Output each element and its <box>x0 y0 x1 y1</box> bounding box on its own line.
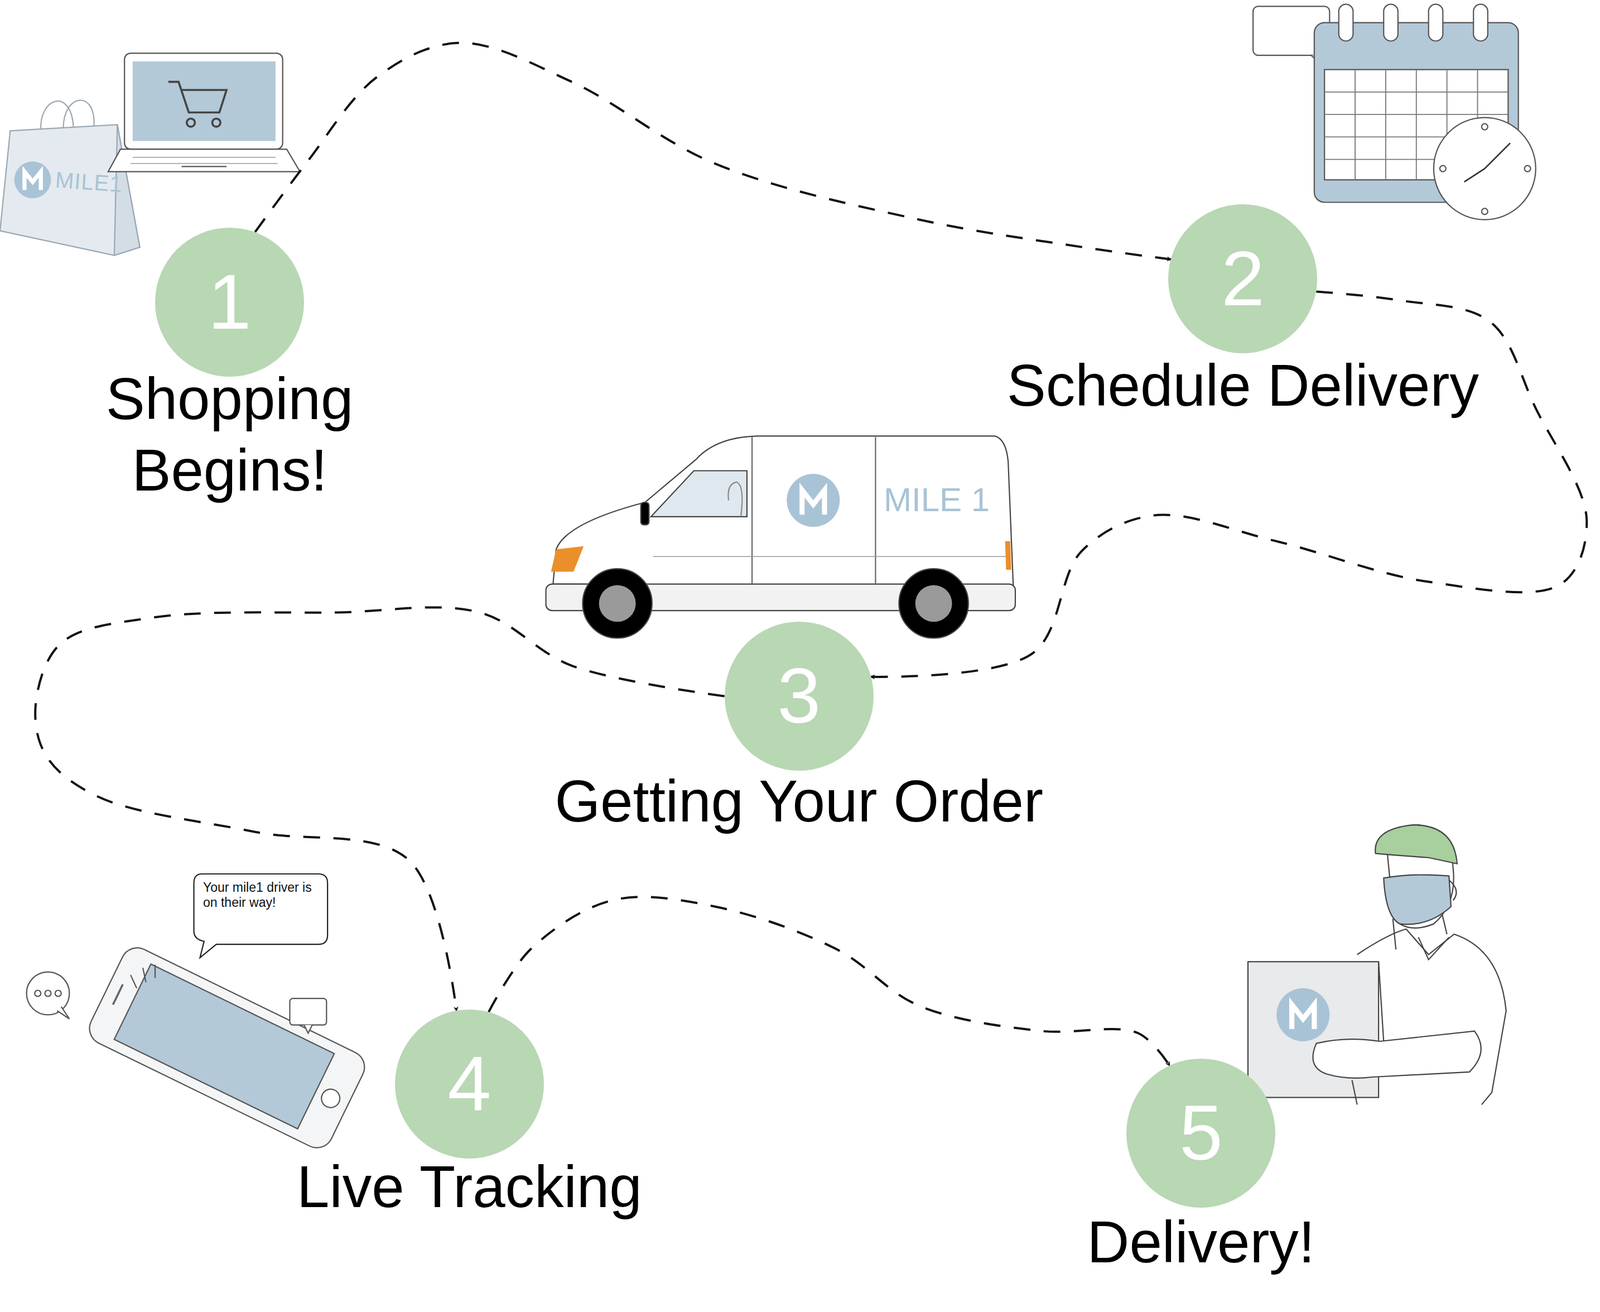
delivery-person-part <box>1357 928 1507 1105</box>
step-circle: 1Shopping Begins! <box>155 227 305 377</box>
calendar-part <box>1383 4 1399 42</box>
brand-text: MILE1 <box>54 166 124 198</box>
van-part <box>651 470 748 517</box>
van <box>546 435 1016 638</box>
calendar-part <box>1524 165 1531 172</box>
delivery-person-part <box>1375 824 1458 864</box>
phone-part <box>130 964 156 989</box>
calendar-part <box>1481 123 1488 130</box>
phone-part <box>34 990 41 997</box>
shopping-bag-part <box>63 100 94 129</box>
van-part <box>653 555 1011 557</box>
phone-part <box>194 873 329 958</box>
delivery-person-part <box>1352 1079 1358 1105</box>
step-label: Getting Your Order <box>554 765 1044 837</box>
delivery-person <box>1247 824 1507 1105</box>
step-circle: 4Live Tracking <box>394 1009 544 1159</box>
shopping-bag-part <box>0 124 141 255</box>
notification-text: Your mile1 driver is on their way! <box>203 879 325 911</box>
van-part <box>552 435 1014 586</box>
van-part <box>1005 541 1012 570</box>
van-part <box>802 489 825 515</box>
laptop-part <box>108 148 301 172</box>
laptop-part <box>130 157 278 164</box>
van-part <box>915 584 953 622</box>
calendar-part <box>1439 165 1447 172</box>
dashed-connector <box>488 896 1170 1065</box>
laptop <box>108 52 301 172</box>
laptop-part <box>186 118 196 127</box>
van-part <box>582 568 652 638</box>
phone-part-part <box>112 984 123 1005</box>
van-part <box>898 568 968 638</box>
delivery-person-part <box>1312 1030 1481 1078</box>
step-label: Shopping Begins! <box>73 363 387 506</box>
shopping-bag-part <box>40 100 74 131</box>
step-number: 4 <box>447 1044 491 1123</box>
calendar <box>1252 4 1536 220</box>
van-part <box>641 502 650 525</box>
phone-part <box>44 990 51 997</box>
phone-part <box>56 1006 70 1019</box>
phone-part <box>84 942 371 1154</box>
brand-text: MILE 1 <box>883 479 990 520</box>
delivery-person-part <box>1448 879 1457 901</box>
phone-part-part <box>84 942 371 1154</box>
van-part <box>551 546 585 572</box>
van-part <box>752 436 876 584</box>
delivery-person-part <box>1378 961 1384 1042</box>
shopping-bag-part <box>14 161 52 199</box>
phone-part <box>55 990 62 997</box>
step-circle: 2Schedule Delivery <box>1168 204 1318 354</box>
van-part <box>728 482 742 517</box>
delivery-person-part <box>1418 936 1449 959</box>
step-number: 2 <box>1221 239 1265 318</box>
phone-part-part <box>114 964 335 1129</box>
step-number: 5 <box>1179 1093 1223 1172</box>
step-number: 3 <box>777 656 821 735</box>
shopping-bag-part <box>24 171 41 191</box>
laptop-part <box>211 118 221 127</box>
step-circle: 3Getting Your Order <box>724 621 874 771</box>
phone-part-part <box>318 1085 344 1111</box>
phone-part <box>289 998 327 1025</box>
phone-part <box>304 1024 313 1034</box>
calendar-part <box>1464 142 1511 182</box>
dashed-connector <box>254 42 1171 260</box>
calendar-part <box>1481 208 1488 215</box>
phone <box>26 873 371 1153</box>
calendar-part <box>1433 117 1536 220</box>
calendar-part <box>1338 4 1354 42</box>
calendar-part <box>1473 4 1488 42</box>
laptop-part <box>124 52 283 149</box>
delivery-person-part <box>1292 1004 1315 1029</box>
delivery-person-part <box>1383 874 1452 925</box>
laptop-part <box>181 165 227 167</box>
calendar-part <box>1428 4 1444 42</box>
van-part <box>786 473 840 527</box>
step-number: 1 <box>208 262 252 341</box>
step-label: Delivery! <box>1087 1206 1315 1278</box>
step-label: Schedule Delivery <box>1006 349 1479 422</box>
step-label: Live Tracking <box>296 1150 643 1223</box>
laptop-part <box>168 82 227 113</box>
laptop-part <box>132 61 276 142</box>
step-circle: 5Delivery! <box>1126 1058 1276 1208</box>
shopping-bag <box>0 100 141 256</box>
van-part <box>599 584 636 622</box>
delivery-person-part <box>1276 988 1330 1042</box>
